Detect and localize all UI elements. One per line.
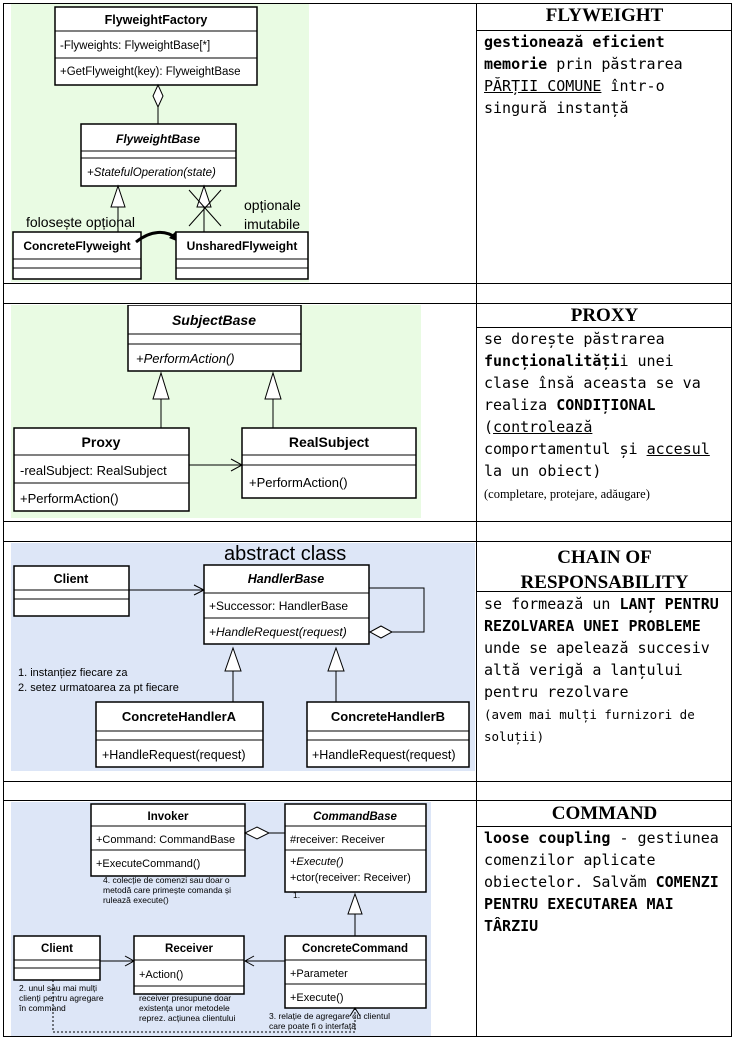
handler-op: +HandleRequest(request) [209,625,347,639]
invoker-class: Invoker +Command: CommandBase +ExecuteCo… [90,803,246,877]
command-note-4c: rulează execute() [103,895,169,905]
flyweight-base-class: FlyweightBase +StatefulOperation(state) [80,123,237,187]
receiver-op: +Action() [139,969,183,981]
client-name: Client [54,572,90,586]
flyweight-title: FLYWEIGHT [545,5,664,26]
subject-base-class: SubjectBase +PerformAction() [127,305,302,372]
real-op: +PerformAction() [249,475,348,490]
note-optional: opționale [244,197,301,213]
base-name: FlyweightBase [116,132,200,146]
command-base-class: CommandBase #receiver: Receiver +Execute… [284,803,427,893]
title-divider [476,327,732,328]
subject-op: +PerformAction() [136,351,235,366]
row-divider [3,283,732,284]
row-divider [3,800,732,801]
subject-name: SubjectBase [172,312,256,328]
invoker-attr: +Command: CommandBase [96,834,235,846]
command-note-4b: metodă care primește comanda și [103,885,231,895]
proxy-op: +PerformAction() [20,491,119,506]
cmdbase-op1: +Execute() [290,856,344,868]
factory-name: FlyweightFactory [105,13,208,27]
proxy-class: Proxy -realSubject: RealSubject +Perform… [13,427,190,512]
concrete-handler-b-class: ConcreteHandlerB +HandleRequest(request) [306,701,470,768]
proxy-description: se dorește păstrarea funcționalității un… [484,330,710,501]
concrete-cmd-name: ConcreteCommand [302,943,408,955]
title-divider [476,826,732,827]
command-note-2a: 2. unul sau mai mulți [19,983,97,993]
note-immutable: imutabile [244,216,300,232]
hb-name: ConcreteHandlerB [331,709,445,724]
proxy-diagram: SubjectBase +PerformAction() Proxy -real… [11,305,421,518]
command-note-4a: 4. colecție de comenzi sau doar o [103,875,230,885]
command-diagram: Invoker +Command: CommandBase +ExecuteCo… [11,802,431,1036]
proxy-title: PROXY [570,305,639,326]
chain-note-1: 1. instanțiez fiecare za [18,667,128,679]
concrete-cmd-attr: +Parameter [290,968,348,980]
flyweight-factory-class: FlyweightFactory -Flyweights: FlyweightB… [54,6,258,86]
table-border [3,3,732,1037]
cmd-client-name: Client [41,943,73,955]
chain-note-2: 2. setez urmatoarea za pt fiecare [18,682,179,694]
handler-base-class: HandlerBase +Successor: HandlerBase +Han… [203,564,370,645]
command-note-rb: existența unor metodele [139,1003,230,1013]
factory-op: +GetFlyweight(key): FlyweightBase [60,66,241,78]
real-subject-class: RealSubject +PerformAction() [241,427,417,499]
command-description: loose coupling - gestiunea comenzilor ap… [484,829,719,935]
factory-attr: -Flyweights: FlyweightBase[*] [60,40,210,52]
command-note-2b: clienți pentru agregare [19,993,104,1003]
chain-description: se formează un LANȚ PENTRU REZOLVAREA UN… [484,595,719,744]
proxy-name: Proxy [82,434,121,450]
row-divider [3,781,732,782]
unshared-flyweight-class: UnsharedFlyweight [175,231,309,280]
receiver-class: Receiver +Action() [133,935,245,995]
proxy-attr: -realSubject: RealSubject [20,463,167,478]
ha-name: ConcreteHandlerA [122,709,237,724]
client-class: Client [13,935,101,981]
chain-diagram: abstract class Client HandlerBase +Succe… [11,543,475,771]
note-optional-use: folosește opțional [26,214,135,230]
receiver-name: Receiver [165,943,213,955]
command-note-1: 1. [293,890,300,900]
row-divider [3,303,732,304]
row-divider [3,541,732,542]
concrete-handler-a-class: ConcreteHandlerA +HandleRequest(request) [95,701,264,768]
hb-op: +HandleRequest(request) [312,748,456,762]
handler-attr: +Successor: HandlerBase [209,599,348,613]
command-note-ra: receiver presupune doar [139,993,231,1003]
command-note-3b: care poate fi o interfață [269,1021,356,1031]
concrete-name: ConcreteFlyweight [23,239,130,253]
base-op: +StatefulOperation(state) [87,167,216,179]
flyweight-description: gestionează eficient memorie prin păstra… [484,33,683,117]
column-divider [476,3,477,1037]
cmdbase-attr: #receiver: Receiver [290,834,385,846]
title-divider [476,591,732,592]
cmdbase-name: CommandBase [313,811,397,823]
flyweight-diagram: FlyweightFactory -Flyweights: FlyweightB… [11,4,309,282]
ha-op: +HandleRequest(request) [102,748,246,762]
row-divider [3,521,732,522]
invoker-name: Invoker [148,811,189,823]
cmdbase-op2: +ctor(receiver: Receiver) [290,872,411,884]
title-divider [476,30,732,31]
abstract-label: abstract class [224,543,346,565]
command-note-3a: 3. relație de agregare cu clientul [269,1011,390,1021]
client-class: Client [13,565,130,617]
handler-name: HandlerBase [248,572,324,586]
real-name: RealSubject [289,434,369,450]
concrete-cmd-op: +Execute() [290,992,344,1004]
command-note-rc: reprez. acțiunea clientului [139,1013,236,1023]
command-title: COMMAND [551,803,658,824]
invoker-op: +ExecuteCommand() [96,858,200,870]
concrete-flyweight-class: ConcreteFlyweight [12,231,142,280]
command-note-2c: în command [18,1003,66,1013]
concrete-command-class: ConcreteCommand +Parameter +Execute() [284,935,427,1009]
unshared-name: UnsharedFlyweight [187,239,298,253]
